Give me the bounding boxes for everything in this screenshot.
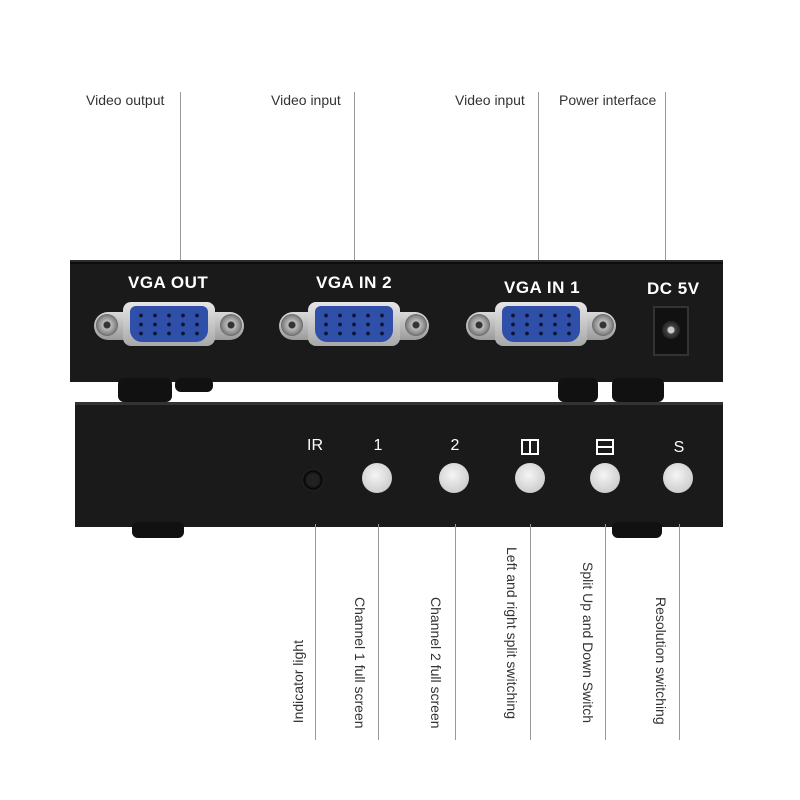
rubber-foot [612,378,664,402]
switch-front-panel: IR 1 2 S [75,402,723,527]
screw-icon [96,314,118,336]
vga-out-port[interactable] [94,302,244,346]
screw-icon [592,314,614,336]
leader-line-video-input-2 [354,92,355,260]
vga-pins-icon [506,311,576,337]
label-resolution-switching: Resolution switching [653,597,669,725]
vga-pins-icon [134,311,204,337]
label-channel-2-full-screen: Channel 2 full screen [428,597,444,729]
ir-label: IR [307,437,323,454]
leader-line-channel-1 [378,524,379,740]
vga-in-1-port[interactable] [466,302,616,346]
resolution-s-button[interactable] [663,463,693,493]
button-2-label: 2 [450,437,460,454]
channel-1-button[interactable] [362,463,392,493]
screw-icon [405,314,427,336]
leader-line-indicator [315,524,316,740]
switch-back-panel: VGA OUT VGA IN 2 VGA IN 1 DC 5V [70,260,723,382]
label-left-right-split: Left and right split switching [504,547,520,719]
leader-line-power [665,92,666,260]
dc-jack-icon [662,321,680,339]
label-video-input-2: Video input [271,92,341,108]
vga-in-1-label: VGA IN 1 [504,278,581,297]
dc-5v-label: DC 5V [647,279,700,298]
rubber-foot [132,522,184,538]
screw-icon [468,314,490,336]
leader-line-resolution [679,524,680,740]
leader-line-lr-split [530,524,531,740]
label-up-down-split: Split Up and Down Switch [580,562,596,724]
vga-in-2-label: VGA IN 2 [316,273,393,292]
split-left-right-icon [521,439,539,455]
split-left-right-button[interactable] [515,463,545,493]
vga-pins-icon [319,311,389,337]
leader-line-video-output [180,92,181,260]
screw-icon [220,314,242,336]
button-s-label: S [673,439,685,456]
channel-2-button[interactable] [439,463,469,493]
label-video-output: Video output [86,92,165,108]
screw-icon [281,314,303,336]
label-power-interface: Power interface [559,92,657,108]
dc-power-jack[interactable] [653,306,689,356]
rubber-foot [558,378,598,402]
leader-line-ud-split [605,524,606,740]
split-up-down-button[interactable] [590,463,620,493]
split-up-down-icon [596,439,614,455]
rubber-foot [118,378,172,402]
rubber-foot [175,378,213,392]
vga-in-2-port[interactable] [279,302,429,346]
label-video-input-1: Video input [455,92,525,108]
label-channel-1-full-screen: Channel 1 full screen [352,597,368,729]
vga-out-label: VGA OUT [128,273,209,292]
ir-indicator-light [302,469,324,491]
label-indicator-light: Indicator light [290,640,306,724]
leader-line-channel-2 [455,524,456,740]
rubber-foot [612,522,662,538]
leader-line-video-input-1 [538,92,539,260]
button-1-label: 1 [373,437,383,454]
